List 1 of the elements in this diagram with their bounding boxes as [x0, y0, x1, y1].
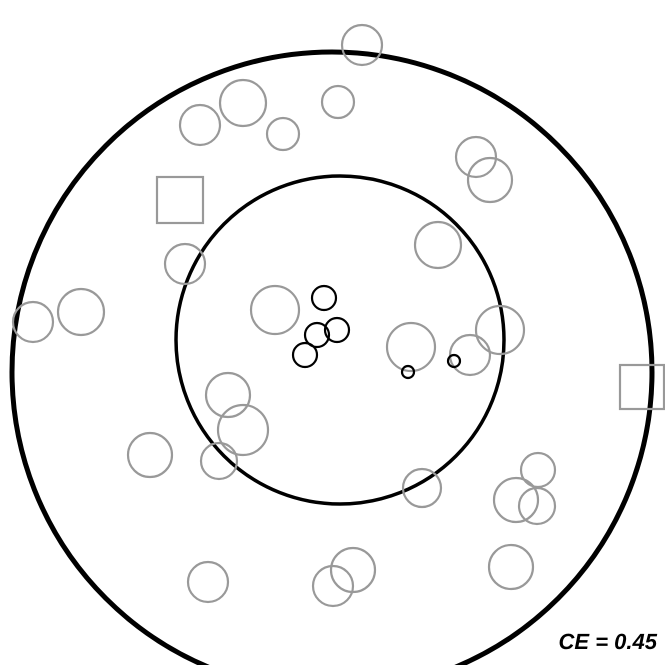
coefficient-label: CE = 0.45 — [558, 629, 657, 655]
